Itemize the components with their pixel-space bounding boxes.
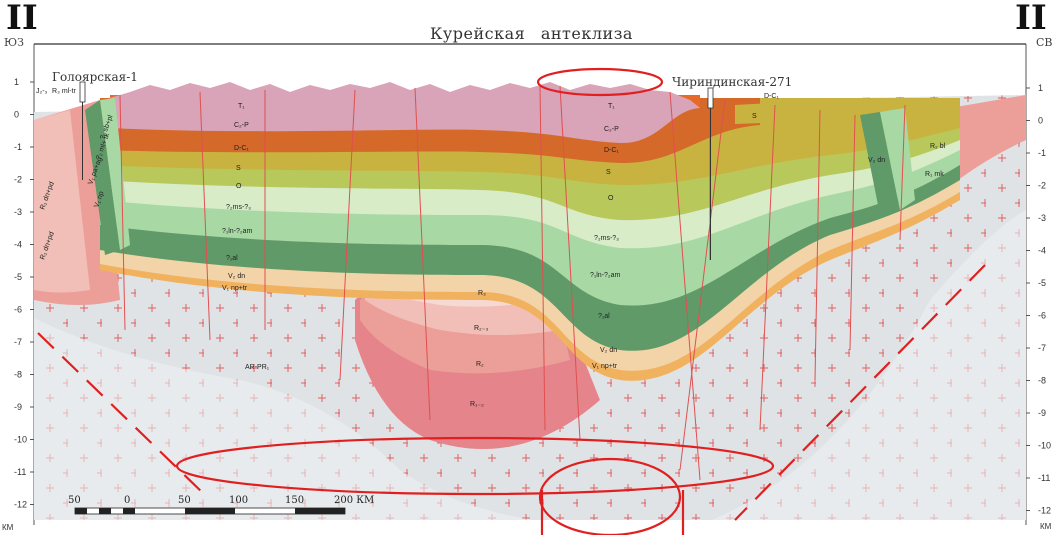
right-depth-tick: -8 xyxy=(1038,376,1046,386)
left-depth-tick: -8 xyxy=(14,370,22,380)
annotation-small-ellipse xyxy=(538,457,682,535)
layer-label: ?₁ln-?₂am xyxy=(222,228,253,235)
section-title: Курейская антеклиза xyxy=(430,24,633,43)
scale-label-2: 50 xyxy=(178,495,191,506)
left-riphean-2 xyxy=(34,110,90,293)
left-depth-tick: -10 xyxy=(14,435,27,445)
left-depth-tick: -6 xyxy=(14,305,22,315)
layer-label: ?₁al xyxy=(598,313,610,320)
layer-label: V₂ dn xyxy=(868,157,885,164)
left-depth-tick: -11 xyxy=(14,467,26,477)
right-depth-tick: -2 xyxy=(1038,181,1046,191)
layer-label: C₂-P xyxy=(234,122,249,129)
layer-labels: T₁ C₂-P D-C₁ S O ?₂ms-?₃ ?₁ln-?₂am ?₁al V₂ dn V₁ … xyxy=(36,88,946,408)
layer-label: R₃ ml-tr xyxy=(52,88,77,95)
layer-label: V₂ dn xyxy=(228,273,245,280)
right-s-cap xyxy=(735,102,790,124)
section-right-label: II xyxy=(1015,0,1047,38)
layer-label: R₁₋₂ xyxy=(470,401,484,408)
layer-label: R₂₋₃ xyxy=(474,325,488,332)
km-unit-right: КМ xyxy=(1040,522,1052,531)
layer-label: D-C₁ xyxy=(604,147,619,154)
scale-label-4: 150 xyxy=(285,495,305,506)
layer-label: ?₁al xyxy=(226,255,238,262)
scale-label-5: 200 КМ xyxy=(334,495,375,506)
layer-label: O xyxy=(236,183,242,190)
layer-label: AR-PR₁ xyxy=(245,364,270,371)
right-depth-tick: -1 xyxy=(1038,148,1046,158)
left-depth-tick: 1 xyxy=(14,77,19,87)
layer-t1 xyxy=(110,82,700,144)
faults xyxy=(119,85,906,481)
right-depth-tick: -7 xyxy=(1038,343,1046,353)
left-depth-tick: -3 xyxy=(14,207,22,217)
right-depth-tick: -4 xyxy=(1038,246,1046,256)
left-depth-tick: -9 xyxy=(14,402,22,412)
left-depth-tick: -12 xyxy=(14,500,27,510)
annotation-left-dash xyxy=(37,332,206,496)
right-wedge-2 xyxy=(880,108,915,210)
direction-sw: ЮЗ xyxy=(4,36,24,49)
left-wedge-1 xyxy=(85,100,120,255)
layer-label: D-C₁ xyxy=(234,145,249,152)
annotation-top-ellipse xyxy=(536,67,664,97)
layer-label: ?₂ms-?₃ xyxy=(594,235,619,242)
layer-label: C₂-P xyxy=(604,126,619,133)
left-depth-tick: 0 xyxy=(14,110,19,120)
layer-label: R₁ mk xyxy=(925,171,944,178)
annotation-right-dash xyxy=(734,264,986,521)
layer-label: S xyxy=(606,169,611,176)
layer-label: R₂ xyxy=(476,361,484,368)
layer-label: V₂ dn xyxy=(600,347,617,354)
left-depth-tick: -2 xyxy=(14,175,22,185)
right-wedge-1 xyxy=(860,112,900,215)
basement-lower xyxy=(34,210,1026,520)
annotation-wide-ellipse xyxy=(175,436,775,496)
layer-label: V₁ np+tr xyxy=(222,285,248,292)
km-unit-left: КМ xyxy=(2,523,14,532)
right-depth-tick: -11 xyxy=(1038,473,1050,483)
right-depth-tick: -12 xyxy=(1038,506,1051,516)
layer-label: O xyxy=(608,195,614,202)
right-depth-tick: 1 xyxy=(1038,83,1043,93)
well-label-chirindinskaya: Чириндинская-271 xyxy=(672,75,793,89)
layer-label: S xyxy=(236,165,241,172)
layer-label: T₁ xyxy=(608,103,615,110)
layer-label: V₁ np+tr xyxy=(592,363,618,370)
layer-label: R₂ bl xyxy=(930,143,946,150)
layer-label: T₁ xyxy=(238,103,245,110)
layer-label: ?₂ms-?₃ xyxy=(226,204,251,211)
scale-label-0: 50 xyxy=(68,495,81,506)
well-goloyarskaya xyxy=(79,81,86,180)
left-depth-tick: -4 xyxy=(14,240,22,250)
right-depth-tick: 0 xyxy=(1038,116,1043,126)
scale-bar xyxy=(74,507,346,515)
scale-label-3: 100 xyxy=(229,495,249,506)
annotations xyxy=(37,67,986,535)
section-left-label: II xyxy=(6,0,38,38)
layer-label: R₃ xyxy=(478,290,486,297)
right-depth-tick: -5 xyxy=(1038,278,1046,288)
direction-ne: СВ xyxy=(1036,36,1053,49)
well-chirindinskaya xyxy=(707,87,714,260)
scale-label-1: 0 xyxy=(124,495,131,506)
right-depth-tick: -6 xyxy=(1038,311,1046,321)
layer-label: S xyxy=(752,113,757,120)
depth-ticks: 1 0 -1 -2 -3 -4 -5 -6 -7 -8 -9 -10 -11 -12 1 0 -1 -2 -3 -4 -… xyxy=(14,77,1051,516)
left-depth-tick: -5 xyxy=(14,272,22,282)
left-depth-tick: -1 xyxy=(14,142,22,152)
well-label-goloyarskaya: Голоярская-1 xyxy=(52,70,138,84)
layer-label: D-C₁ xyxy=(764,93,779,100)
right-depth-tick: -3 xyxy=(1038,213,1046,223)
left-depth-tick: -7 xyxy=(14,337,22,347)
right-depth-tick: -9 xyxy=(1038,408,1046,418)
layer-label: ?₁ln-?₂am xyxy=(590,272,621,279)
right-depth-tick: -10 xyxy=(1038,441,1051,451)
layer-label: J₂-₃ xyxy=(36,88,48,95)
